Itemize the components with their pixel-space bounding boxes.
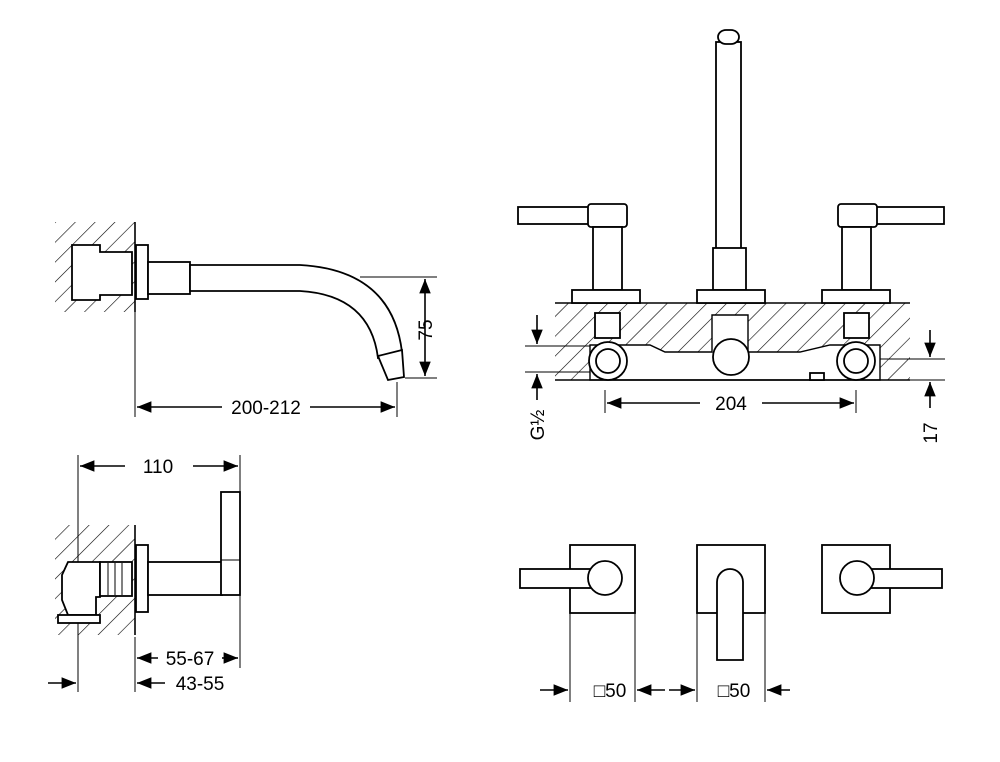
spout-side-view: 75 200-212 [55,222,437,419]
dim-valve-projection: 55-67 [166,649,215,670]
right-lever [871,206,945,225]
dim-spout-square: □50 [718,681,751,702]
dim-valve-total: 110 [143,457,173,478]
valve-side-view: 110 55-67 43-55 [48,455,241,695]
dim-wall-depth: 43-55 [176,674,225,695]
front-view: G½ 204 17 [517,29,945,444]
dim-spout-length: 200-212 [231,398,301,419]
top-view: □50 □50 [519,544,943,702]
spout [189,264,403,360]
dim-thread: G½ [528,410,549,441]
spout-tube [715,41,742,251]
dim-handle-square: □50 [594,681,627,702]
dim-spout-height: 75 [416,319,437,340]
valve-handle [220,491,241,596]
valve-stem [147,561,223,596]
spout-aerator [717,29,740,45]
dim-offset: 17 [921,422,942,443]
spout-top [716,568,744,661]
left-lever [517,206,591,225]
dim-centers: 204 [715,394,747,415]
